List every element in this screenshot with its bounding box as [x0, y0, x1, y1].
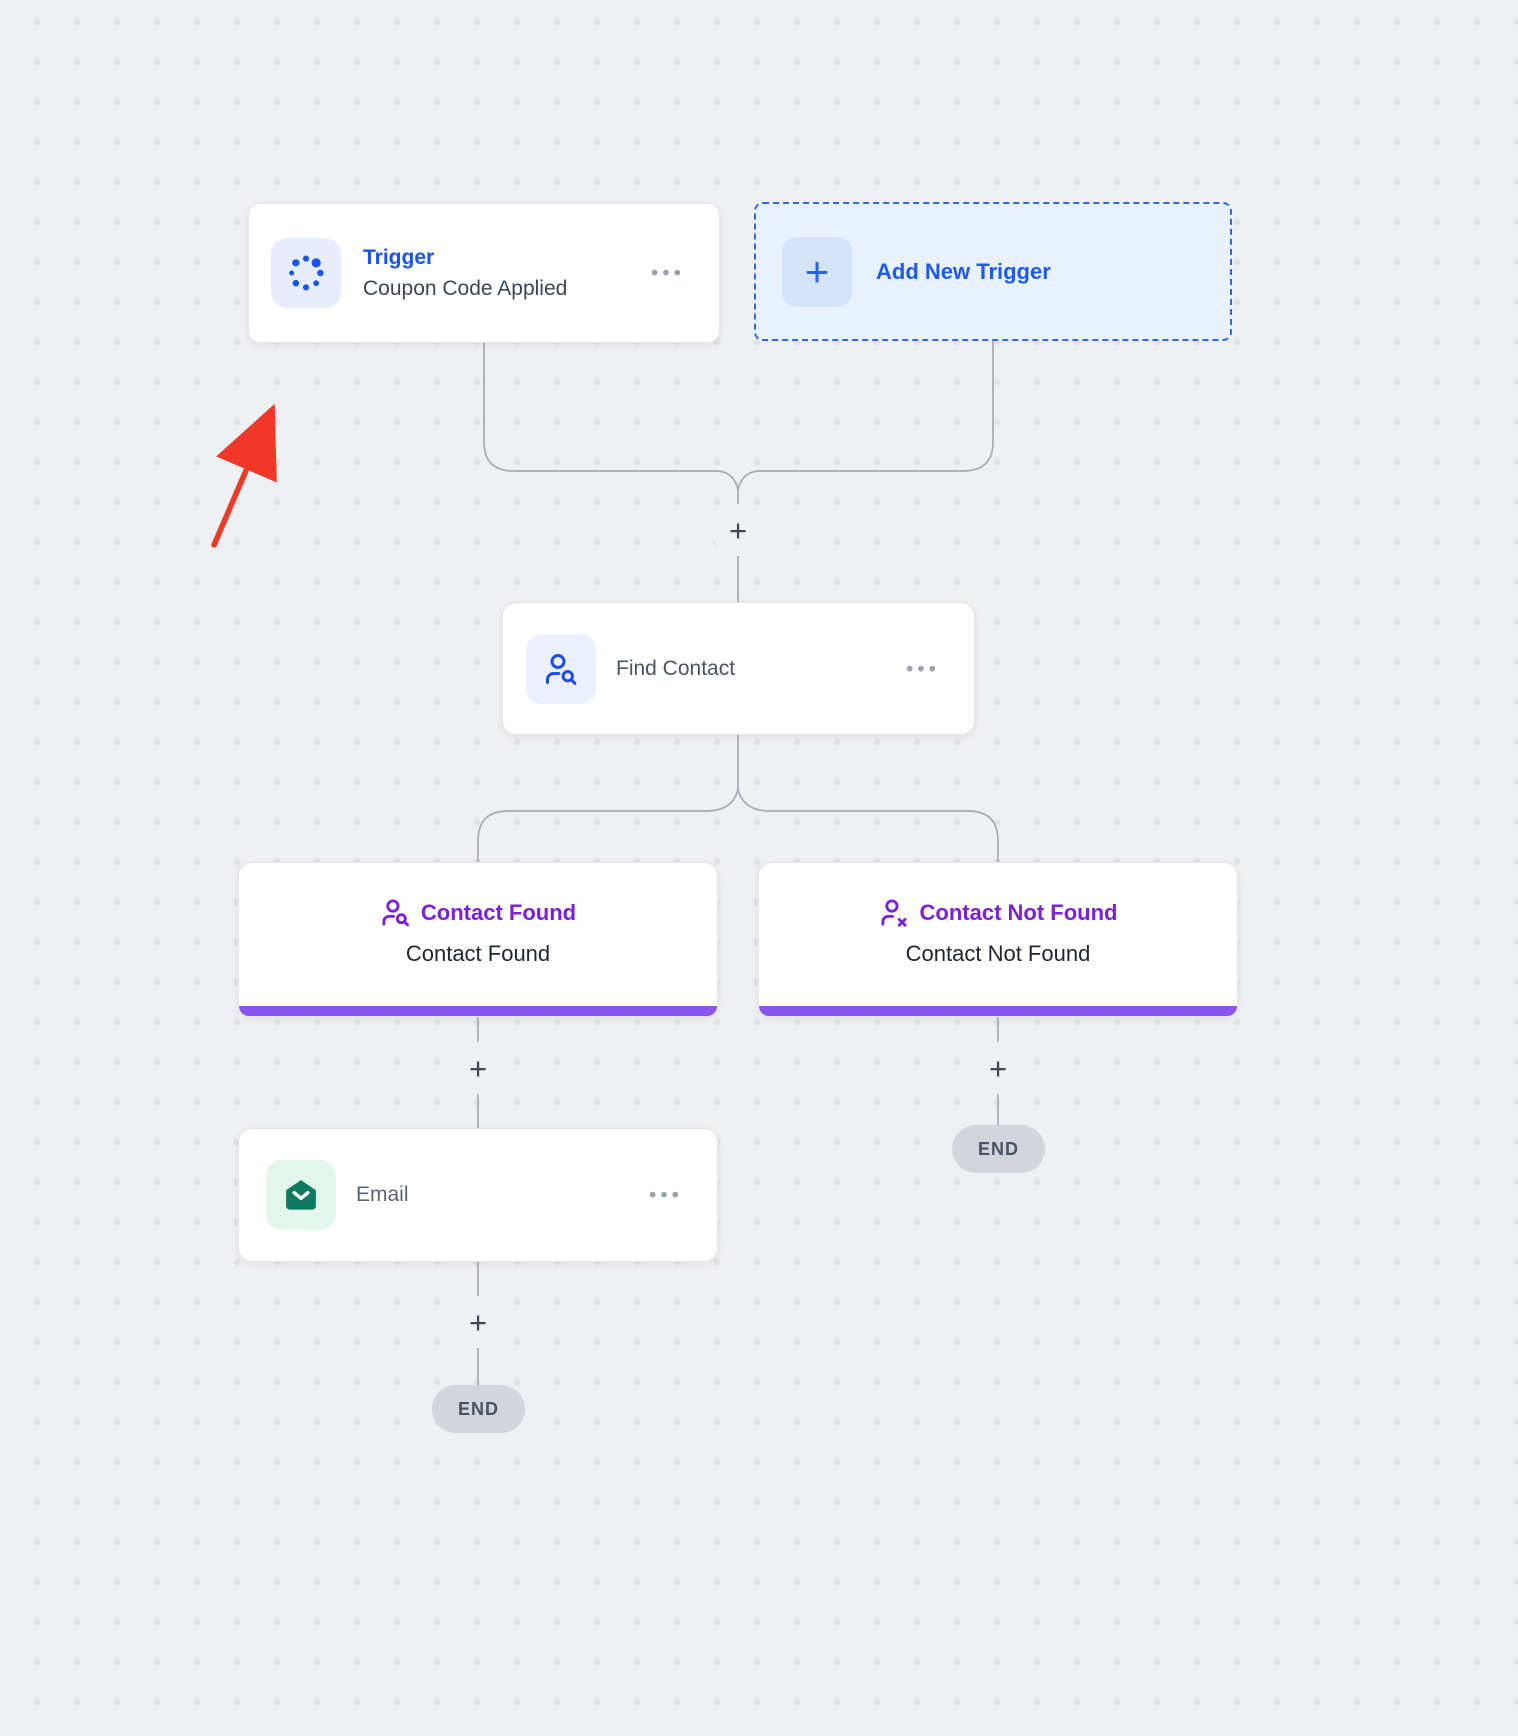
add-step-plus-after-triggers[interactable]: +: [712, 504, 764, 556]
trigger-node[interactable]: Trigger Coupon Code Applied •••: [248, 203, 720, 343]
add-step-plus-after-email[interactable]: +: [452, 1296, 504, 1348]
more-menu-icon[interactable]: •••: [905, 657, 940, 680]
add-new-trigger-button[interactable]: + Add New Trigger: [754, 202, 1232, 341]
user-search-icon: [526, 633, 596, 704]
contact-not-found-branch-node[interactable]: Contact Not Found Contact Not Found: [758, 862, 1238, 1017]
trigger-subtitle: Coupon Code Applied: [363, 276, 568, 300]
email-label: Email: [356, 1183, 409, 1206]
add-new-trigger-label: Add New Trigger: [876, 258, 1051, 284]
find-contact-label: Find Contact: [616, 656, 736, 680]
branch-accent-bar: [239, 1006, 717, 1016]
spinner-dots-icon: [271, 238, 341, 308]
add-step-plus-notfound-branch[interactable]: +: [972, 1042, 1024, 1094]
plus-icon: +: [468, 1050, 488, 1086]
plus-icon: +: [782, 236, 852, 307]
trigger-title: Trigger: [363, 245, 435, 269]
find-contact-node[interactable]: Find Contact •••: [502, 602, 975, 735]
more-menu-icon[interactable]: •••: [648, 1183, 683, 1207]
end-marker-notfound: END: [952, 1125, 1045, 1173]
contact-found-branch-node[interactable]: Contact Found Contact Found: [238, 862, 718, 1017]
end-label: END: [977, 1138, 1019, 1159]
end-marker-found: END: [432, 1385, 525, 1433]
plus-icon: +: [728, 512, 748, 548]
more-menu-icon[interactable]: •••: [650, 261, 685, 285]
branch-accent-bar: [759, 1006, 1237, 1016]
plus-icon: +: [468, 1304, 488, 1340]
plus-icon: +: [988, 1050, 1008, 1086]
add-step-plus-found-branch[interactable]: +: [452, 1042, 504, 1094]
email-node[interactable]: Email •••: [238, 1128, 718, 1262]
user-x-icon: [880, 899, 907, 927]
contact-found-subtitle: Contact Found: [405, 941, 551, 966]
open-envelope-icon: [266, 1160, 336, 1230]
user-search-icon: [382, 899, 409, 927]
contact-found-title: Contact Found: [420, 899, 577, 925]
contact-not-found-subtitle: Contact Not Found: [905, 941, 1091, 966]
end-label: END: [457, 1398, 499, 1419]
contact-not-found-title: Contact Not Found: [919, 899, 1118, 925]
